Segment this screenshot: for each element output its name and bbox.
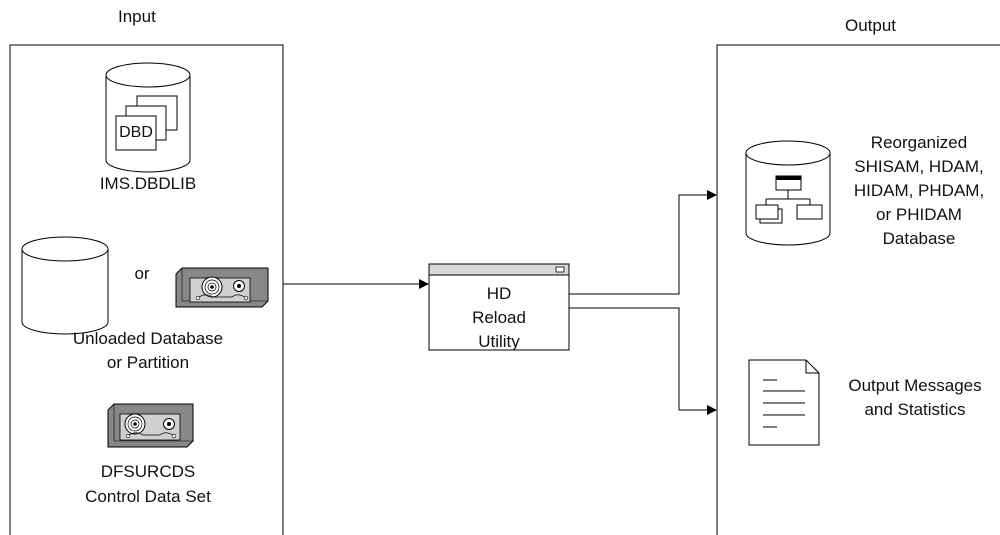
- output-database-line4: or PHIDAM: [876, 205, 962, 224]
- tape-cartridge-icon: [175, 267, 269, 308]
- dbdlib-cylinder-icon: [105, 62, 191, 173]
- utility-label-line1: HD: [486, 284, 512, 303]
- unloaded-database-label-line1: Unloaded Database: [72, 329, 224, 348]
- output-messages-document-icon: [748, 359, 820, 446]
- dbdlib-label: IMS.DBDLIB: [99, 174, 197, 193]
- utility-to-database-arrow: [569, 190, 717, 295]
- output-messages-line2: and Statistics: [864, 400, 966, 419]
- output-database-line2: SHISAM, HDAM,: [854, 157, 984, 176]
- output-messages-line1: Output Messages: [848, 376, 982, 395]
- control-data-set-tape-icon: [107, 403, 194, 448]
- output-database-line1: Reorganized: [870, 133, 968, 152]
- output-database-line5: Database: [882, 229, 956, 248]
- dbd-icon-text: DBD: [119, 124, 153, 141]
- utility-label-line3: Utility: [478, 332, 520, 351]
- control-data-set-label-line1: DFSURCDS: [100, 462, 196, 481]
- unloaded-database-cylinder-icon: [21, 236, 109, 335]
- or-text: or: [134, 264, 150, 283]
- output-database-line3: HIDAM, PHDAM,: [853, 181, 985, 200]
- output-database-cylinder-icon: [745, 140, 831, 246]
- unloaded-database-label-line2: or Partition: [106, 353, 190, 372]
- output-panel-frame: [716, 44, 1000, 535]
- control-data-set-label-line2: Control Data Set: [85, 487, 211, 506]
- utility-to-messages-arrow: [569, 307, 717, 415]
- output-panel-title: Output: [845, 16, 897, 35]
- hd-reload-utility-window: [428, 263, 570, 351]
- utility-label-line2: Reload: [472, 308, 526, 327]
- input-panel-frame: [9, 44, 284, 535]
- input-panel-title: Input: [118, 7, 156, 26]
